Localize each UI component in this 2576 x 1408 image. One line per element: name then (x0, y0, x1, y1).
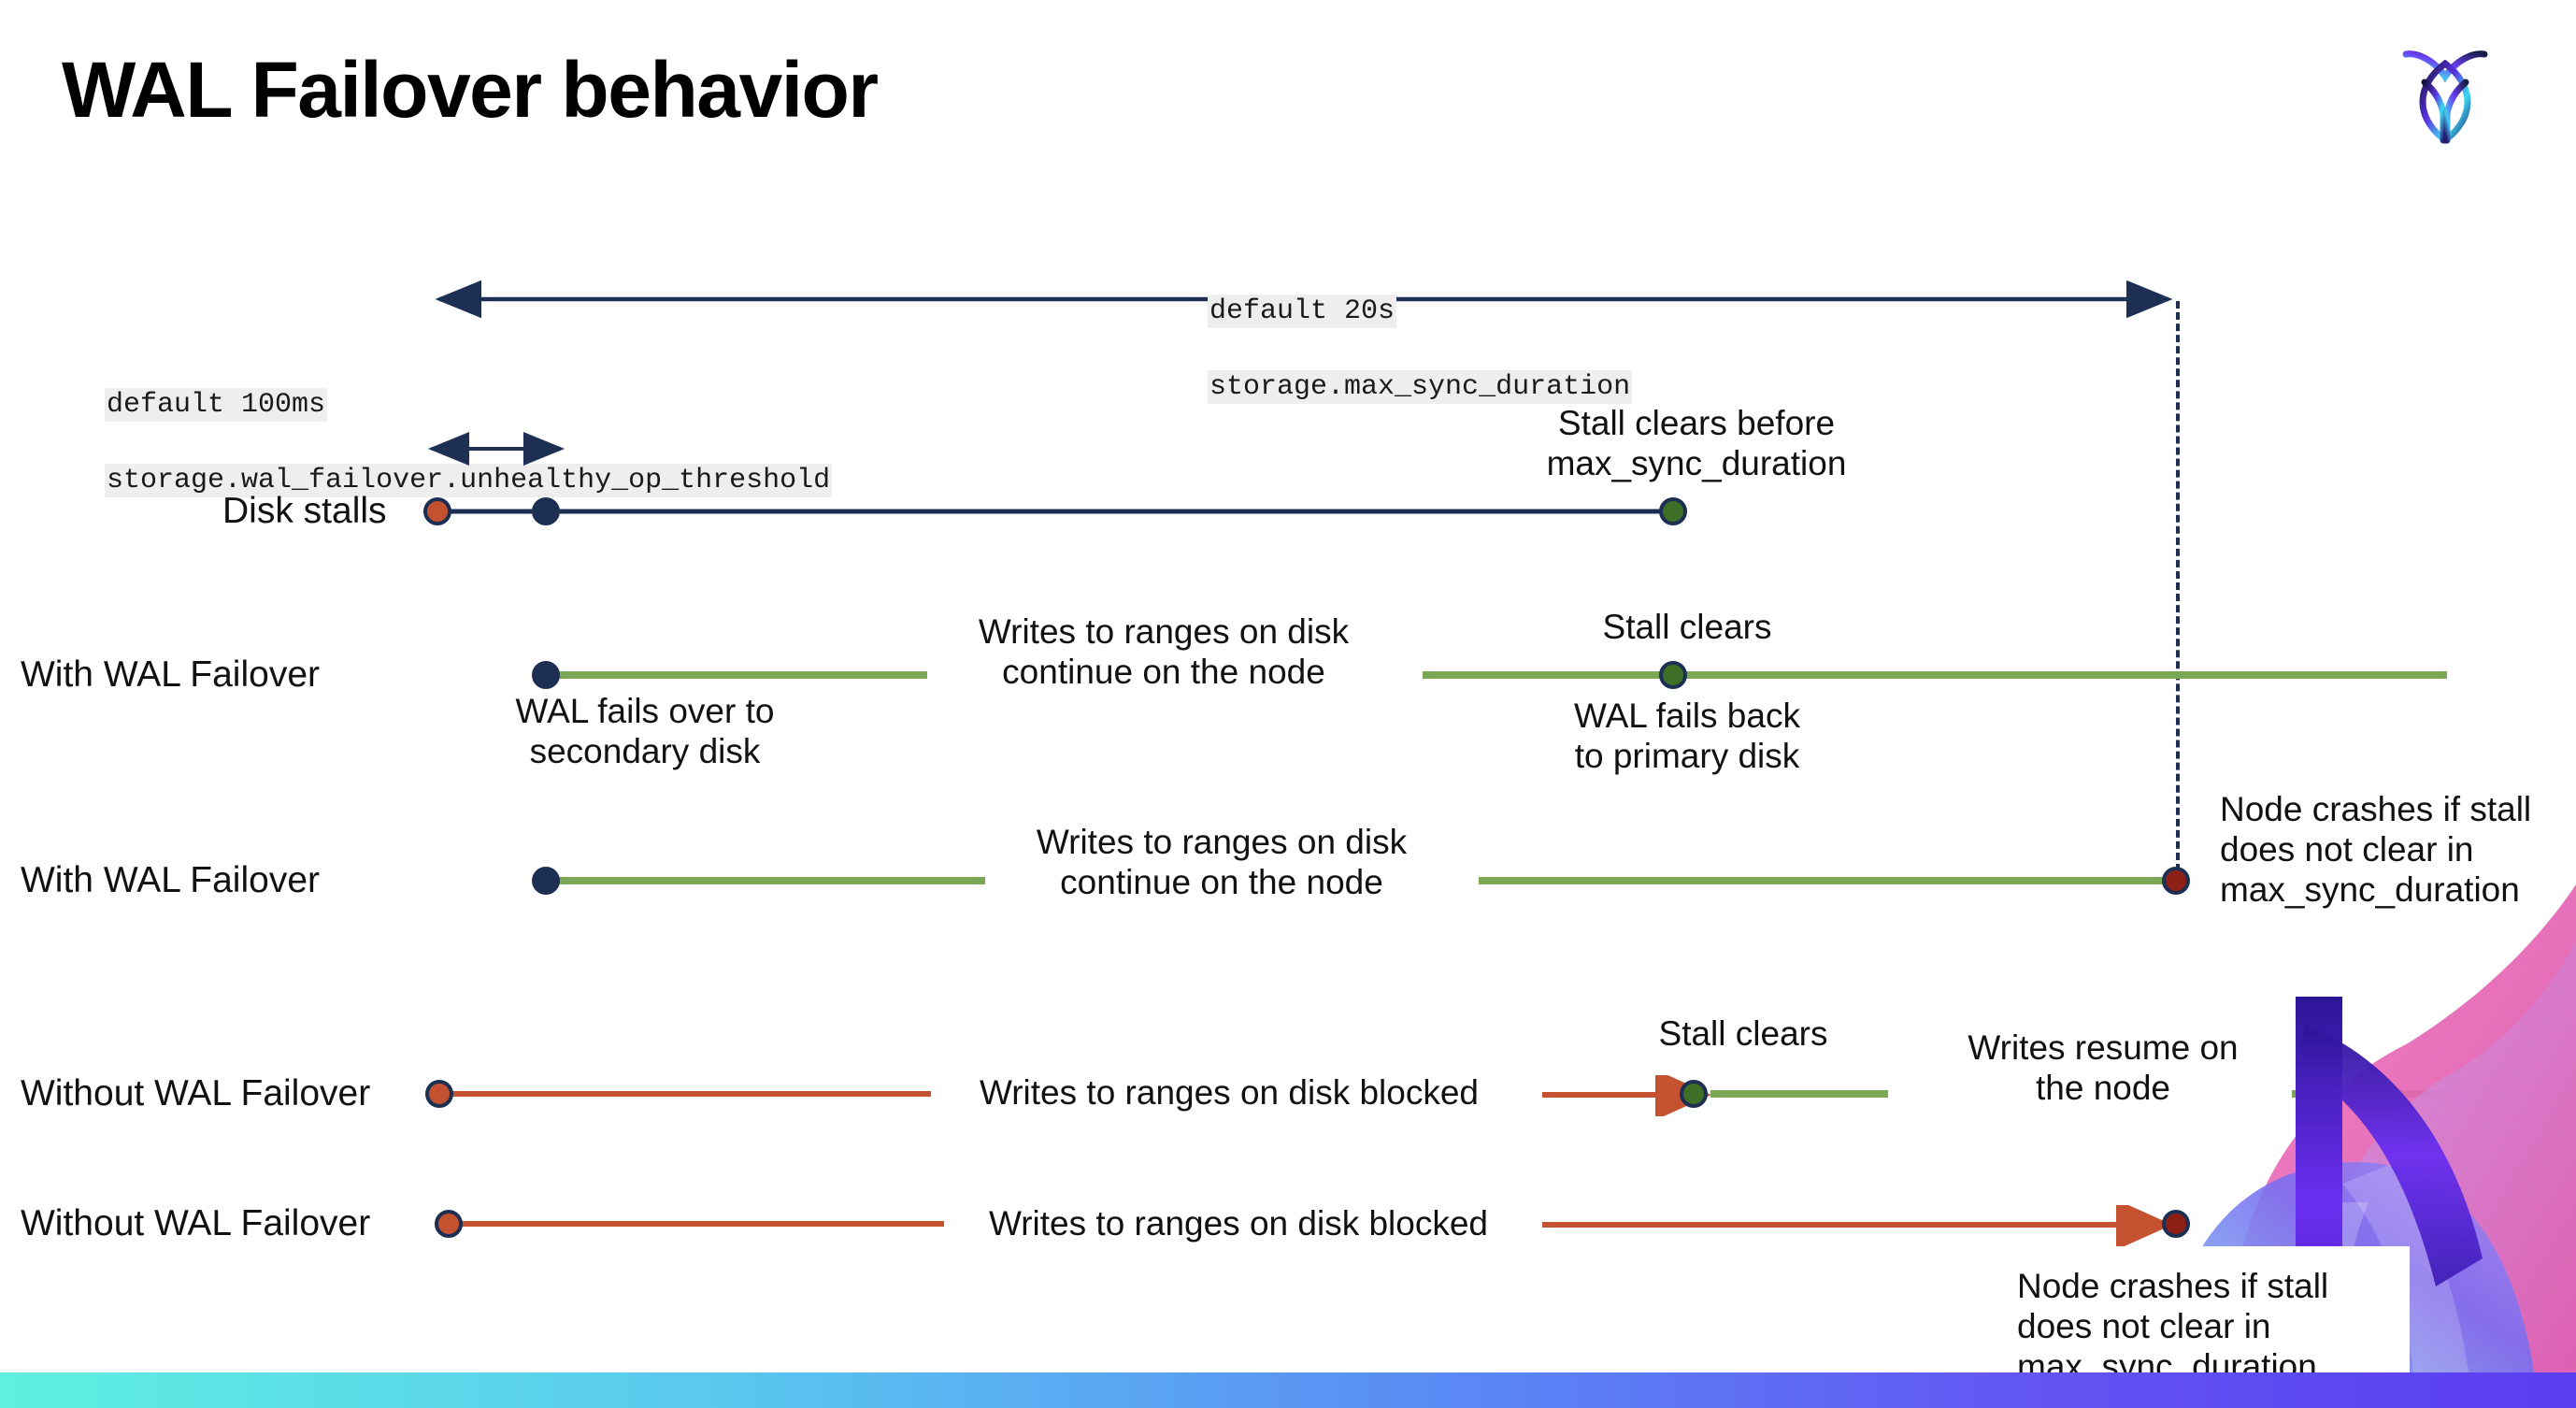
note-wal-fails-back: WAL fails back to primary disk (1574, 697, 1800, 775)
without-wal-2-seg-blocked-a (458, 1221, 944, 1227)
note-writes-blocked-1: Writes to ranges on disk blocked (979, 1073, 1480, 1112)
unhealthy-op-threshold-annotation: default 100ms storage.wal_failover.unhea… (37, 348, 833, 539)
without-wal-1-stall-clear-dot (1680, 1080, 1708, 1108)
without-wal-2-start-dot (435, 1210, 463, 1238)
note-node-crashes-1: Node crashes if stall does not clear in … (2220, 790, 2532, 909)
note-node-crashes-2: Node crashes if stall does not clear in … (2017, 1267, 2329, 1386)
note-writes-blocked-2: Writes to ranges on disk blocked (988, 1204, 1489, 1243)
without-wal-1-seg-resume (2292, 1090, 2451, 1098)
disk-stall-threshold-dot (532, 497, 560, 525)
row-label-with-wal-failover-1: With WAL Failover (21, 654, 320, 695)
disk-stall-start-dot (423, 497, 451, 525)
max-sync-duration-line1: default 20s (1208, 294, 1397, 328)
with-wal-1-seg-right (1423, 671, 2447, 679)
page-title: WAL Failover behavior (62, 46, 879, 134)
with-wal-1-stall-clear-dot (1659, 661, 1687, 689)
disk-stalls-timeline (437, 509, 1675, 514)
without-wal-1-blocked-arrow (1542, 1075, 1711, 1116)
note-stall-clears-before: Stall clears before max_sync_duration (1546, 404, 1847, 482)
cockroachdb-logo-icon (2389, 28, 2501, 150)
max-sync-duration-annotation: default 20s storage.max_sync_duration (1140, 254, 1633, 445)
without-wal-2-crash-dot (2162, 1210, 2190, 1238)
max-sync-duration-guide-line (2176, 301, 2180, 871)
row-label-without-wal-failover-1: Without WAL Failover (21, 1073, 371, 1113)
unhealthy-op-threshold-span-arrow (428, 432, 565, 466)
note-writes-continue-1: Writes to ranges on disk continue on the… (978, 612, 1350, 691)
disk-stall-clear-dot (1659, 497, 1687, 525)
with-wal-2-crash-dot (2162, 867, 2190, 895)
row-label-with-wal-failover-2: With WAL Failover (21, 860, 320, 900)
unhealthy-op-threshold-line2: storage.wal_failover.unhealthy_op_thresh… (105, 464, 833, 498)
unhealthy-op-threshold-line1: default 100ms (105, 387, 328, 422)
note-wal-fails-over: WAL fails over to secondary disk (515, 692, 775, 770)
with-wal-2-seg-left (546, 877, 985, 884)
note-writes-continue-2: Writes to ranges on disk continue on the… (1036, 823, 1408, 901)
with-wal-2-seg-right (1479, 877, 2182, 884)
note-writes-resume: Writes resume on the node (1968, 1028, 2239, 1107)
row-label-disk-stalls: Disk stalls (222, 491, 387, 531)
without-wal-1-seg-blocked-a (447, 1091, 931, 1097)
with-wal-1-seg-left (546, 671, 927, 679)
note-stall-clears-1: Stall clears (1602, 608, 1772, 646)
without-wal-1-start-dot (425, 1080, 453, 1108)
bottom-gradient-strip (0, 1372, 2576, 1408)
with-wal-1-failover-dot (532, 661, 560, 689)
note-stall-clears-2: Stall clears (1658, 1014, 1828, 1053)
max-sync-duration-line2: storage.max_sync_duration (1208, 370, 1633, 405)
without-wal-2-blocked-arrow (1542, 1205, 2172, 1246)
with-wal-2-failover-dot (532, 867, 560, 895)
without-wal-1-seg-green (1710, 1090, 1888, 1098)
row-label-without-wal-failover-2: Without WAL Failover (21, 1203, 371, 1243)
